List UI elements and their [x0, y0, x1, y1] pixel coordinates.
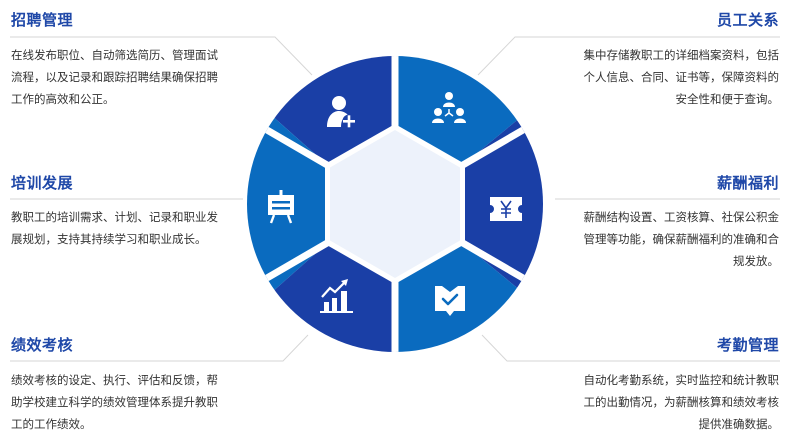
presentation-board-icon [268, 190, 294, 224]
module-training: 培训发展 教职工的培训需求、计划、记录和职业发 展规划，支持其持续学习和职业成长… [11, 172, 271, 250]
description-line: 集中存储教职工的详细档案资料，包括 [583, 48, 780, 62]
description-line: 助学校建立科学的绩效管理体系提升教职 [11, 395, 218, 409]
module-title: 培训发展 [11, 174, 74, 192]
segment-training[interactable] [200, 52, 328, 356]
description-line: 管理等功能，确保薪酬福利的准确和合 [583, 232, 780, 246]
module-description: 薪酬结构设置、工资核算、社保公积金 管理等功能，确保薪酬福利的准确和合 规发放。 [539, 206, 780, 272]
description-line: 提供准确数据。 [698, 417, 780, 431]
description-line: 规发放。 [733, 254, 779, 268]
growth-chart-icon [320, 279, 353, 313]
segment-attendance[interactable] [395, 242, 600, 371]
org-people-icon [432, 92, 466, 123]
description-line: 个人信息、合同、证书等，保障资料的 [583, 70, 780, 84]
description-line: 在线发布职位、自动筛选简历、管理面试 [11, 48, 218, 62]
description-line: 薪酬结构设置、工资核算、社保公积金 [583, 210, 780, 224]
center-hexagon [330, 130, 460, 278]
module-description: 绩效考核的设定、执行、评估和反馈，帮 助学校建立科学的绩效管理体系提升教职 工的… [11, 369, 291, 435]
description-line: 工的工作绩效。 [11, 417, 92, 431]
connector-recruitment [10, 36, 313, 76]
user-add-icon [327, 96, 356, 128]
description-line: 流程，以及记录和跟踪招聘结果确保招聘 [11, 70, 218, 84]
module-title: 薪酬福利 [716, 174, 779, 192]
connector-lines [10, 36, 780, 362]
yen-ticket-icon [490, 197, 522, 221]
description-line: 自动化考勤系统，实时监控和统计教职 [583, 373, 780, 387]
module-description: 自动化考勤系统，实时监控和统计教职 工的出勤情况，为薪酬核算和绩效考核 提供准确… [499, 369, 780, 435]
module-recruitment: 招聘管理 在线发布职位、自动筛选简历、管理面试 流程，以及记录和跟踪招聘结果确保… [11, 9, 291, 110]
module-title: 招聘管理 [11, 11, 74, 29]
description-line: 安全性和便于查询。 [675, 92, 780, 106]
description-line: 绩效考核的设定、执行、评估和反馈，帮 [11, 373, 218, 387]
module-attendance: 考勤管理 自动化考勤系统，实时监控和统计教职 工的出勤情况，为薪酬核算和绩效考核… [499, 334, 780, 435]
connector-employee-relations [477, 36, 780, 76]
description-line: 教职工的培训需求、计划、记录和职业发 [11, 210, 218, 224]
module-title: 绩效考核 [11, 336, 74, 354]
module-description: 教职工的培训需求、计划、记录和职业发 展规划，支持其持续学习和职业成长。 [11, 206, 271, 250]
module-title: 员工关系 [716, 11, 779, 29]
module-employee-relations: 员工关系 集中存储教职工的详细档案资料，包括 个人信息、合同、证书等，保障资料的… [499, 9, 780, 110]
segment-employee-relations[interactable] [395, 40, 600, 166]
check-badge-icon [435, 286, 465, 316]
module-description: 集中存储教职工的详细档案资料，包括 个人信息、合同、证书等，保障资料的 安全性和… [499, 44, 780, 110]
description-line: 展规划，支持其持续学习和职业成长。 [11, 232, 207, 246]
module-title: 考勤管理 [716, 336, 779, 354]
segment-compensation[interactable] [462, 52, 600, 356]
connector-attendance [481, 334, 780, 362]
module-compensation: 薪酬福利 薪酬结构设置、工资核算、社保公积金 管理等功能，确保薪酬福利的准确和合… [539, 172, 780, 272]
description-line: 工的出勤情况，为薪酬核算和绩效考核 [583, 395, 780, 409]
description-line: 工作的高效和公正。 [11, 92, 115, 106]
module-performance: 绩效考核 绩效考核的设定、执行、评估和反馈，帮 助学校建立科学的绩效管理体系提升… [11, 334, 291, 435]
module-description: 在线发布职位、自动筛选简历、管理面试 流程，以及记录和跟踪招聘结果确保招聘 工作… [11, 44, 291, 110]
connector-performance [10, 334, 309, 362]
